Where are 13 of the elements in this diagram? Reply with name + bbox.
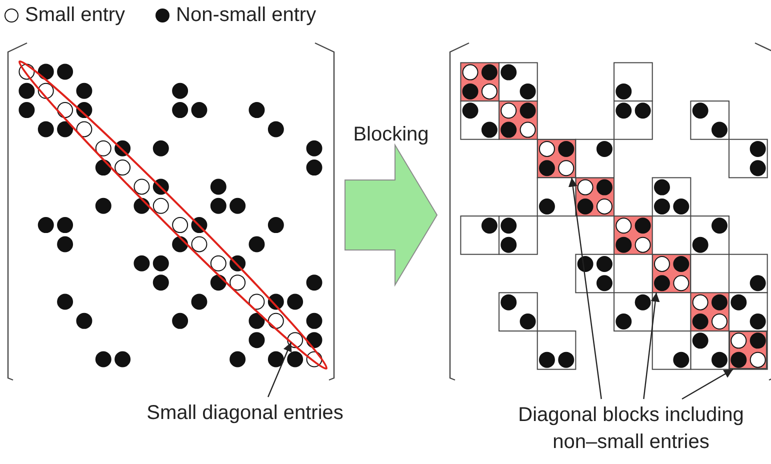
caption-text: Diagonal blocks including non–small entries <box>517 403 745 455</box>
legend-text: Non-small entry <box>176 4 316 27</box>
diagonal-block <box>652 254 691 293</box>
arrow <box>682 368 734 400</box>
diagonal-block <box>537 139 576 178</box>
diagonal-block <box>729 331 768 370</box>
block-arrow <box>344 143 438 287</box>
arrow <box>643 292 660 400</box>
arrow <box>268 342 292 398</box>
edge-label: Blocking <box>353 124 429 146</box>
arrow <box>568 178 602 400</box>
caption-text: Small diagonal entries <box>146 401 344 426</box>
legend-text: Small entry <box>25 4 126 27</box>
